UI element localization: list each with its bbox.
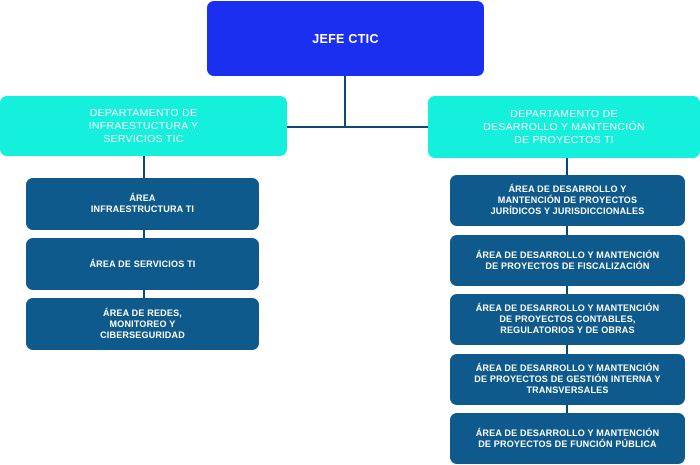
connector-root-down [344,76,346,127]
node-area-contables: ÁREA DE DESARROLLO Y MANTENCIÓN DE PROYE… [450,294,685,345]
node-dept-desarrollo: DEPARTAMENTO DE DESARROLLO Y MANTENCIÓN … [428,96,700,158]
node-area-servicios: ÁREA DE SERVICIOS TI [26,238,259,290]
connector-horizontal [287,126,428,128]
node-area-redes: ÁREA DE REDES, MONITOREO Y CIBERSEGURIDA… [26,298,259,350]
node-jefe-ctic: JEFE CTIC [207,1,484,76]
node-area-gestion-interna: ÁREA DE DESARROLLO Y MANTENCIÓN DE PROYE… [450,354,685,405]
node-area-infraestructura: ÁREA INFRAESTRUCTURA TI [26,178,259,230]
node-area-funcion-publica: ÁREA DE DESARROLLO Y MANTENCIÓN DE PROYE… [450,413,685,464]
node-area-juridicos: ÁREA DE DESARROLLO Y MANTENCIÓN DE PROYE… [450,175,685,226]
connector-right-vertical [566,158,568,415]
node-area-fiscalizacion: ÁREA DE DESARROLLO Y MANTENCIÓN DE PROYE… [450,235,685,286]
node-dept-infraestructura: DEPARTAMENTO DE INFRAESTUCTURA Y SERVICI… [0,96,287,156]
